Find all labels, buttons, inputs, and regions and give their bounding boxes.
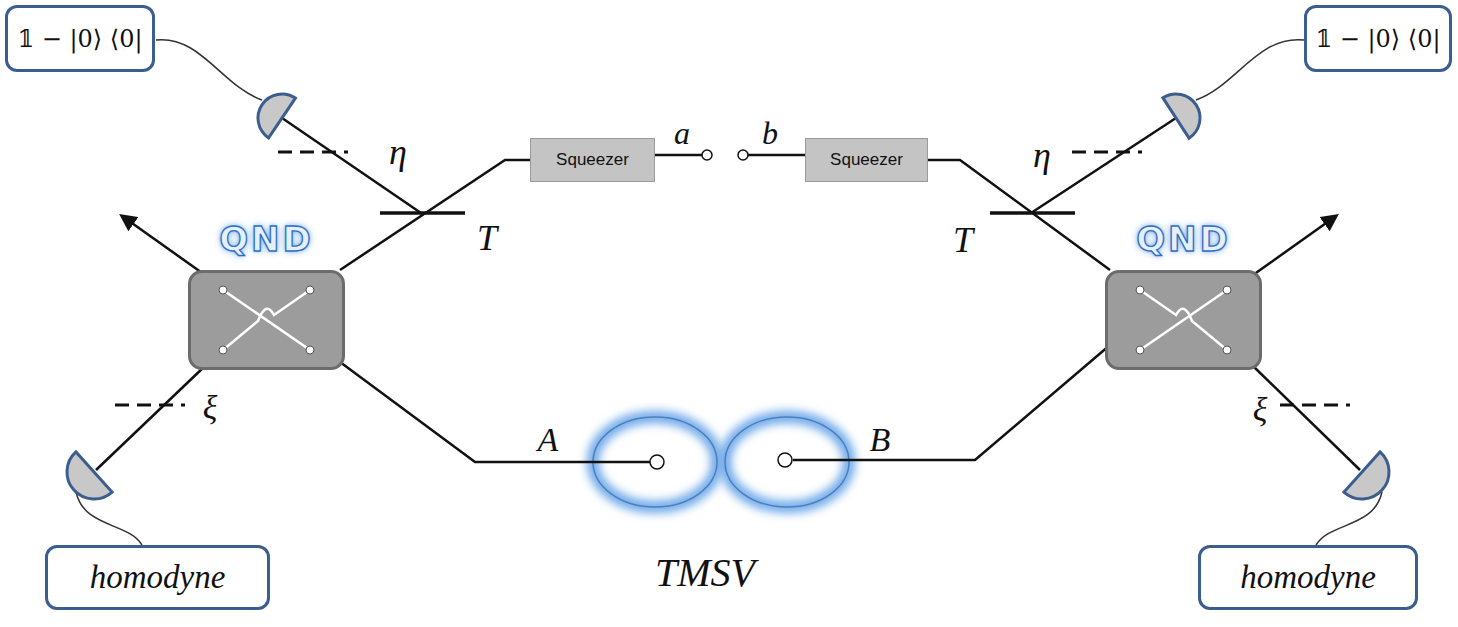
state-label: TMSV: [655, 549, 755, 596]
qnd-heading: QND: [1136, 219, 1231, 259]
detector-label-box: 𝟙 − |0⟩ ⟨0|: [1304, 5, 1452, 72]
symbol-label: η: [389, 131, 407, 173]
qnd-heading: QND: [219, 219, 314, 259]
homodyne-box: homodyne: [45, 545, 270, 610]
detector: [56, 85, 1400, 510]
symbol-label: B: [870, 421, 891, 459]
beam-splitter: [380, 211, 1075, 215]
loss-marker: [115, 152, 1350, 405]
symbol-label: η: [1033, 134, 1051, 176]
squeezer-box: Squeezer: [805, 138, 928, 182]
symbol-label: A: [538, 421, 559, 459]
box-text: 𝟙 − |0⟩ ⟨0|: [1315, 25, 1440, 53]
box-text: 𝟙 − |0⟩ ⟨0|: [17, 25, 142, 53]
box-text: Squeezer: [830, 150, 903, 170]
box-text: homodyne: [1240, 559, 1376, 596]
detector-label-box: 𝟙 − |0⟩ ⟨0|: [5, 5, 155, 72]
qnd-box: QND: [1105, 270, 1262, 370]
symbol-label: b: [762, 115, 778, 152]
beam-path: [928, 160, 1110, 270]
symbol-label: ξ: [1253, 391, 1268, 429]
squeezer-box: Squeezer: [530, 138, 655, 182]
symbol-label: ξ: [203, 389, 218, 427]
qnd-symbol: [188, 270, 345, 370]
symbol-label: T: [953, 219, 973, 261]
symbol-label: a: [674, 115, 690, 152]
box-text: Squeezer: [556, 150, 629, 170]
box-text: homodyne: [90, 559, 226, 596]
beam-lines: [96, 118, 1360, 470]
symbol-label: T: [477, 217, 497, 259]
mode-port: [650, 150, 792, 469]
detector-wire: [76, 40, 1382, 545]
homodyne-box: homodyne: [1198, 545, 1418, 610]
beam-path: [340, 160, 530, 270]
qnd-symbol: [1105, 270, 1262, 370]
qnd-box: QND: [188, 270, 345, 370]
